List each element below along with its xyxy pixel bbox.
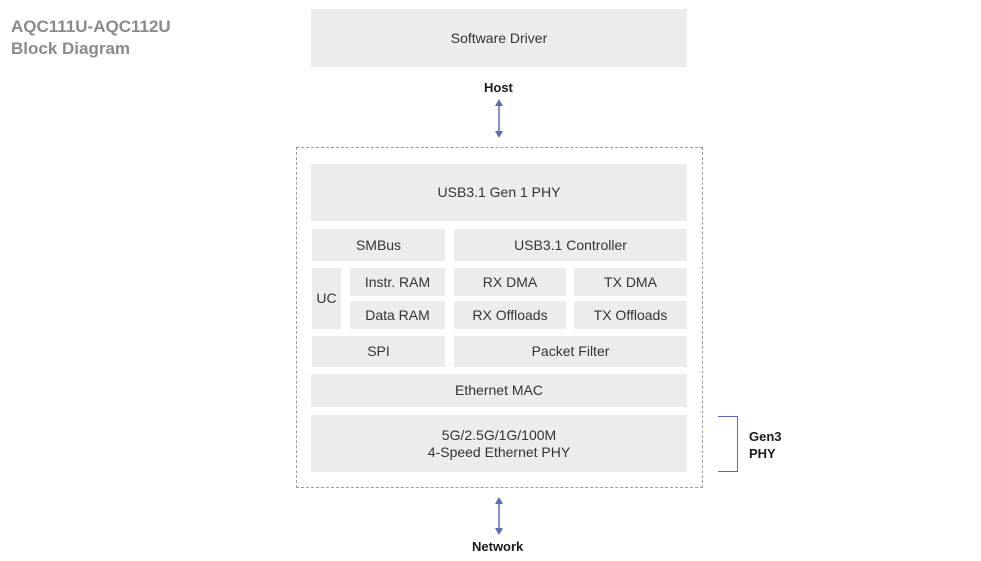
network-arrow (495, 497, 503, 535)
host-label: Host (484, 80, 513, 95)
instr-ram-block: Instr. RAM (350, 268, 445, 296)
rx-dma-block: RX DMA (454, 268, 566, 296)
packet-filter-block: Packet Filter (454, 336, 687, 367)
tx-dma-block: TX DMA (574, 268, 687, 296)
gen3-phy-bracket (718, 416, 738, 472)
network-label: Network (472, 539, 524, 554)
spi-block: SPI (312, 336, 445, 367)
usb-phy-block: USB3.1 Gen 1 PHY (311, 164, 687, 221)
diagram-title: AQC111U-AQC112U Block Diagram (11, 16, 171, 60)
usb-controller-block: USB3.1 Controller (454, 229, 687, 261)
smbus-block: SMBus (312, 229, 445, 261)
uc-block: UC (312, 268, 341, 329)
gen3-label-line1: Gen3 (749, 429, 782, 444)
data-ram-block: Data RAM (350, 301, 445, 329)
rx-offloads-block: RX Offloads (454, 301, 566, 329)
ethernet-phy-block: 5G/2.5G/1G/100M 4-Speed Ethernet PHY (311, 415, 687, 472)
ethernet-mac-block: Ethernet MAC (311, 374, 687, 407)
ethernet-phy-speeds: 5G/2.5G/1G/100M (441, 426, 557, 443)
gen3-phy-label: Gen3 PHY (749, 428, 782, 462)
tx-offloads-block: TX Offloads (574, 301, 687, 329)
host-arrow (495, 99, 503, 138)
diagram-title-line2: Block Diagram (11, 39, 131, 58)
software-driver-block: Software Driver (311, 9, 687, 67)
ethernet-phy-name: 4-Speed Ethernet PHY (427, 443, 571, 460)
diagram-title-line1: AQC111U-AQC112U (11, 17, 171, 36)
gen3-label-line2: PHY (749, 446, 776, 461)
chip-boundary (296, 147, 703, 488)
